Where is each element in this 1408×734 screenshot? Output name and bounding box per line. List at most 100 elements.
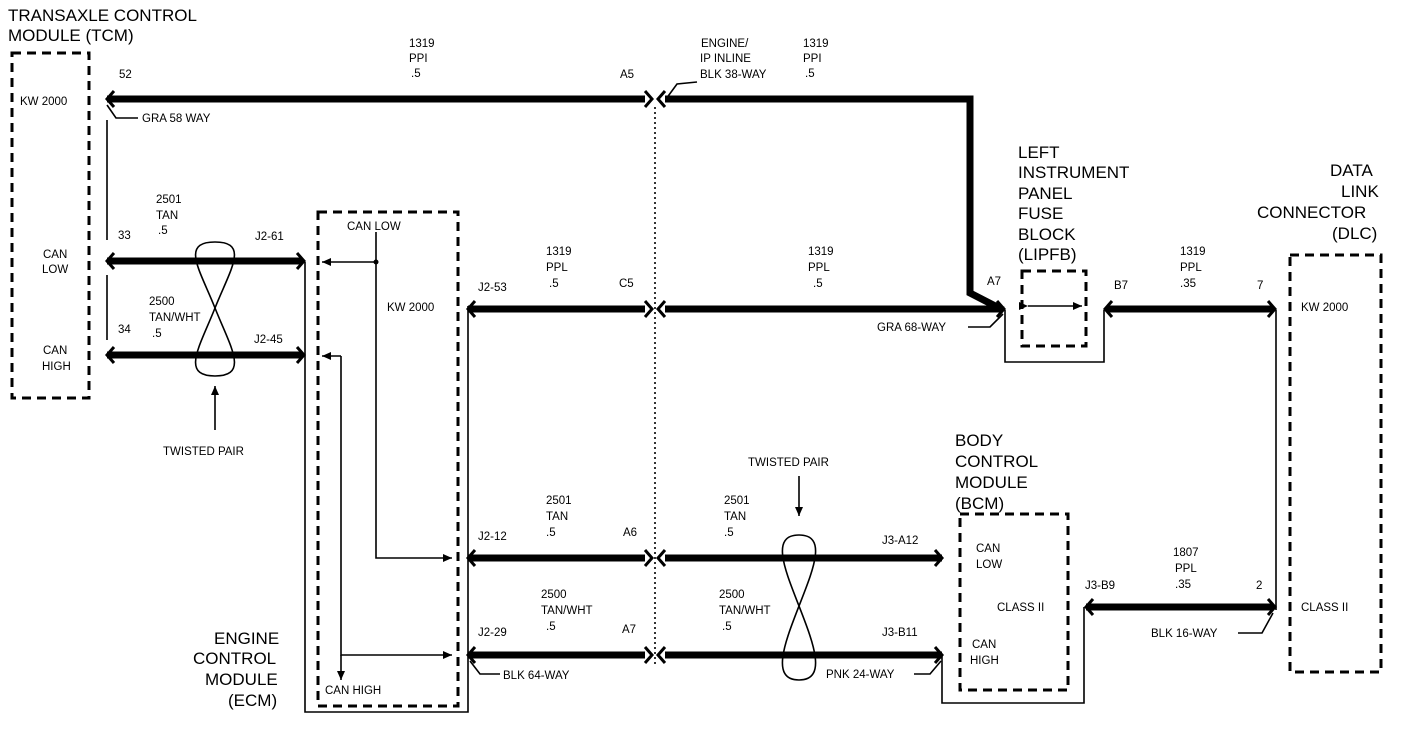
w1319-tr-1: 1319 — [803, 38, 829, 50]
bcm-can-low-1: CAN — [976, 543, 1000, 555]
ecm-pin-j2-29: J2-29 — [478, 627, 507, 639]
dlc-title-3: CONNECTOR — [1257, 203, 1366, 222]
bcm-bracket — [941, 607, 1085, 704]
inline-pin-c5: C5 — [619, 278, 634, 290]
ecm-harness-bracket — [304, 262, 469, 713]
wire-1319-kw2000-top-right — [665, 95, 1005, 314]
w1319-ml-2: PPL — [546, 262, 568, 274]
w1807-3: .35 — [1175, 579, 1191, 591]
tcm-can-high-2: HIGH — [42, 361, 71, 373]
ecm-pin-j2-53: J2-53 — [478, 282, 507, 294]
ecm-pin-j2-61: J2-61 — [255, 231, 284, 243]
inline-leader — [665, 81, 698, 100]
w1319-ml-1: 1319 — [546, 246, 572, 258]
lipfb-title-6: (LIPFB) — [1018, 245, 1077, 264]
tcm-can-low-1: CAN — [43, 249, 67, 261]
twisted-pair-left-label: TWISTED PAIR — [163, 446, 244, 458]
w2501-bcm-1: 2501 — [724, 495, 750, 507]
ecm-kw2000: KW 2000 — [387, 302, 434, 314]
gra68-leader — [968, 313, 1004, 328]
bcm-title-1: BODY — [955, 431, 1003, 450]
dlc-pin-2: 2 — [1256, 580, 1262, 592]
pnk24-leader — [914, 660, 942, 675]
bcm-pin-b11: J3-B11 — [882, 627, 918, 639]
ecm-pin-j2-12: J2-12 — [478, 531, 507, 543]
w1319-tl-2: PPI — [409, 53, 428, 65]
ecm-can-low-junction — [373, 259, 379, 265]
w1319-dlc-3: .35 — [1180, 278, 1196, 290]
tcm-kw2000: KW 2000 — [20, 96, 67, 108]
bcm-connector: PNK 24-WAY — [826, 669, 895, 681]
lipfb-title-3: PANEL — [1018, 184, 1073, 203]
w2501-l-3: .5 — [158, 225, 168, 237]
w2501-l-2: TAN — [156, 210, 178, 222]
tcm-title-1: TRANSAXLE CONTROL — [8, 6, 197, 25]
bcm-can-high-2: HIGH — [970, 655, 999, 667]
inline-pin-a5: A5 — [620, 69, 634, 81]
lipfb-title-2: INSTRUMENT — [1018, 163, 1129, 182]
inline-label-2: IP INLINE — [700, 53, 751, 65]
ecm-can-high-internal — [340, 356, 452, 659]
ecm-can-low-internal — [375, 232, 452, 562]
dlc-box — [1288, 253, 1383, 674]
lipfb-title-5: BLOCK — [1018, 225, 1076, 244]
lipfb-inner-box — [1020, 269, 1088, 348]
inline-pin-a7: A7 — [622, 624, 636, 636]
dlc-connector: BLK 16-WAY — [1151, 628, 1218, 640]
w1807-1: 1807 — [1173, 547, 1199, 559]
ecm-title-3: MODULE — [205, 670, 278, 689]
w1319-tl-3: .5 — [411, 68, 421, 80]
ecm-can-low: CAN LOW — [347, 221, 401, 233]
bcm-class2: CLASS II — [997, 602, 1044, 614]
inline-pin-a6: A6 — [623, 527, 637, 539]
bcm-can-high-1: CAN — [972, 639, 996, 651]
tcm-box — [10, 51, 91, 400]
blk64-leader — [469, 660, 500, 675]
inline-label-3: BLK 38-WAY — [700, 69, 767, 81]
lipfb-title-4: FUSE — [1018, 204, 1063, 223]
w2500-l-3: .5 — [152, 328, 162, 340]
bcm-box — [958, 512, 1070, 692]
lipfb-title-1: LEFT — [1018, 143, 1060, 162]
ecm-pin-j2-45: J2-45 — [254, 334, 283, 346]
bcm-title-4: (BCM) — [955, 494, 1004, 513]
w2500-ecm-1: 2500 — [541, 589, 567, 601]
blk16-leader — [1238, 612, 1274, 634]
inline-label-1: ENGINE/ — [701, 38, 749, 50]
w1319-dlc-1: 1319 — [1180, 246, 1206, 258]
tcm-pin-52: 52 — [119, 69, 132, 81]
w1319-mr-3: .5 — [813, 278, 823, 290]
twisted-pair-right-label: TWISTED PAIR — [748, 457, 829, 469]
tcm-connector: GRA 58 WAY — [142, 113, 211, 125]
bcm-pin-b9: J3-B9 — [1085, 580, 1115, 592]
w2501-ecm-1: 2501 — [546, 495, 572, 507]
twisted-pair-bcm — [781, 476, 817, 681]
w1319-dlc-2: PPL — [1180, 262, 1202, 274]
gra58-leader — [106, 104, 138, 119]
w2500-ecm-3: .5 — [546, 621, 556, 633]
dlc-title-4: (DLC) — [1332, 224, 1377, 243]
bcm-title-2: CONTROL — [955, 452, 1038, 471]
bcm-pin-a12: J3-A12 — [882, 535, 918, 547]
lipfb-pin-a7: A7 — [987, 276, 1001, 288]
bcm-can-low-2: LOW — [976, 559, 1002, 571]
dlc-kw2000: KW 2000 — [1301, 302, 1348, 314]
w2501-ecm-2: TAN — [546, 511, 568, 523]
tcm-pin-34: 34 — [118, 324, 131, 336]
bcm-title-3: MODULE — [955, 473, 1028, 492]
connector-symbols — [105, 90, 1277, 664]
w2501-bcm-3: .5 — [724, 527, 734, 539]
tcm-title-2: MODULE (TCM) — [8, 26, 134, 45]
tcm-can-high-1: CAN — [43, 345, 67, 357]
lipfb-pin-b7: B7 — [1114, 280, 1128, 292]
ecm-connector: BLK 64-WAY — [503, 670, 570, 682]
twisted-pair-tcm — [194, 241, 236, 430]
w1807-2: PPL — [1175, 563, 1197, 575]
w2500-bcm-1: 2500 — [719, 589, 745, 601]
lipfb-connector: GRA 68-WAY — [877, 322, 946, 334]
ecm-title-1: ENGINE — [214, 629, 279, 648]
w2500-l-1: 2500 — [149, 296, 175, 308]
w2500-bcm-3: .5 — [722, 621, 732, 633]
w1319-ml-3: .5 — [549, 278, 559, 290]
w2500-bcm-2: TAN/WHT — [719, 605, 771, 617]
